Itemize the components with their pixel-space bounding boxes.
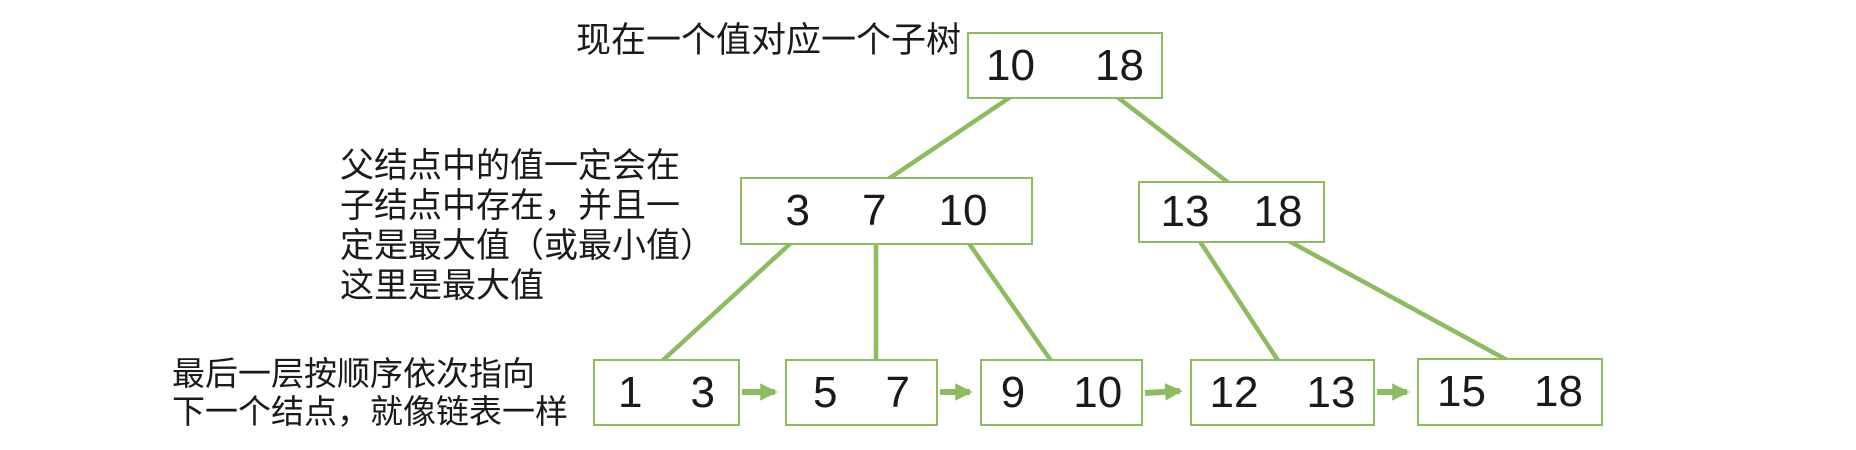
tree-node-leaf-3: 12 13 xyxy=(1190,359,1375,426)
branch-int0-to-leaf2 xyxy=(966,240,1054,364)
node-value: 1 xyxy=(618,367,643,417)
tree-node-root: 10 18 xyxy=(967,32,1163,99)
branch-int1-to-leaf3 xyxy=(1197,238,1281,364)
leaf-link-arrow-2 xyxy=(1144,383,1183,401)
annotation-left-line4: 这里是最大值 xyxy=(340,267,544,305)
node-value: 15 xyxy=(1437,367,1486,416)
node-value: 18 xyxy=(1253,187,1303,236)
annotation-left-line1: 父结点中的值一定会在 xyxy=(340,147,680,185)
tree-node-leaf-0: 1 3 xyxy=(593,359,740,426)
annotation-bottom-line2: 下一个结点，就像链表一样 xyxy=(172,393,568,430)
node-value: 9 xyxy=(1000,367,1026,417)
annotation-parent-value-rule: 父结点中的值一定会在 子结点中存在，并且一 定是最大值（或最小值） 这里是最大值 xyxy=(340,146,714,306)
node-value: 3 xyxy=(690,367,715,417)
tree-node-leaf-1: 5 7 xyxy=(785,359,938,426)
tree-node-internal-0: 3 7 10 xyxy=(740,177,1033,245)
branch-root-to-right-child xyxy=(1114,94,1232,186)
node-value: 7 xyxy=(885,367,910,417)
annotation-left-line3: 定是最大值（或最小值） xyxy=(340,227,714,265)
node-value: 10 xyxy=(938,186,988,235)
node-value: 18 xyxy=(1095,40,1144,90)
node-value: 12 xyxy=(1209,367,1259,417)
node-value: 3 xyxy=(785,186,811,235)
node-value: 10 xyxy=(1073,367,1123,417)
node-value: 5 xyxy=(813,367,838,417)
node-value: 13 xyxy=(1306,367,1356,417)
node-value: 18 xyxy=(1534,367,1583,416)
branch-int0-to-leaf0 xyxy=(659,240,794,364)
annotation-top-text: 现在一个值对应一个子树 xyxy=(576,21,962,60)
annotation-leaf-linked-list: 最后一层按顺序依次指向 下一个结点，就像链表一样 xyxy=(172,355,568,431)
tree-node-internal-1: 13 18 xyxy=(1138,181,1325,243)
annotation-bottom-line1: 最后一层按顺序依次指向 xyxy=(172,355,535,392)
tree-node-leaf-4: 15 18 xyxy=(1417,358,1603,426)
node-value: 7 xyxy=(862,186,887,235)
annotation-one-value-one-subtree: 现在一个值对应一个子树 xyxy=(576,20,961,62)
branch-root-to-left-child xyxy=(885,94,1014,182)
tree-node-leaf-2: 9 10 xyxy=(980,359,1143,426)
node-value: 10 xyxy=(986,40,1035,90)
branch-int1-to-leaf4 xyxy=(1285,238,1509,362)
annotation-left-line2: 子结点中存在，并且一 xyxy=(340,187,680,225)
node-value: 13 xyxy=(1160,187,1210,236)
